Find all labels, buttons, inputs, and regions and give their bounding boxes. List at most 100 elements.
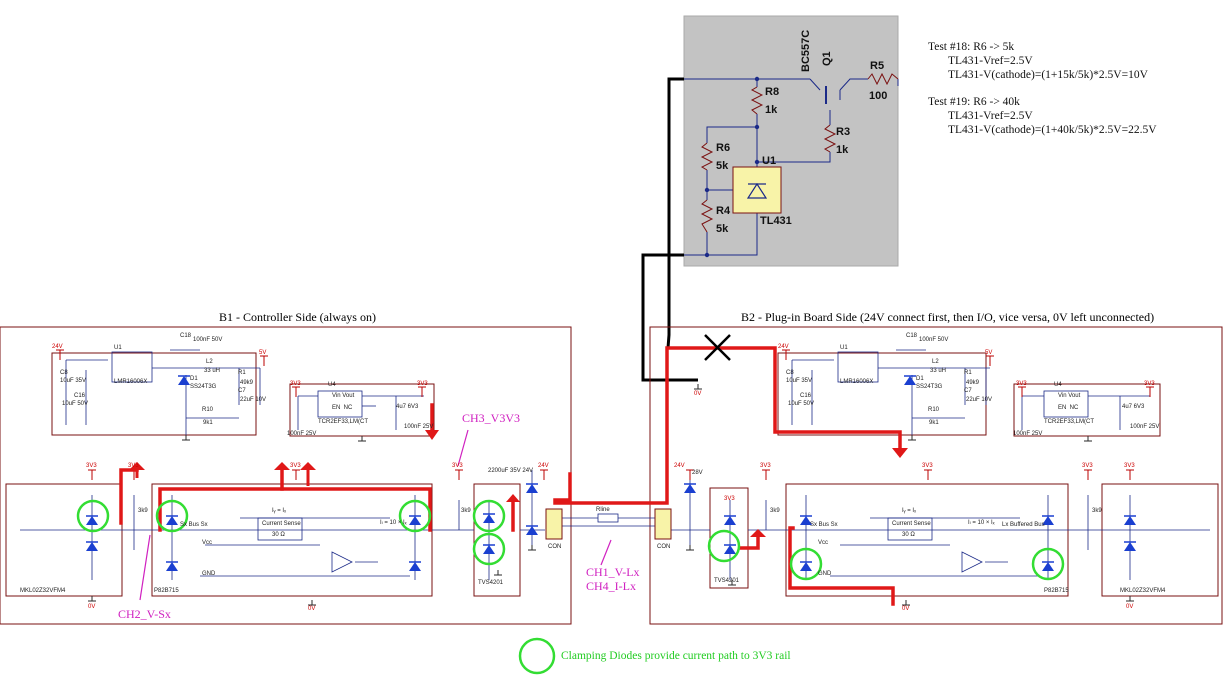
clamp-circles: [76, 499, 1065, 675]
b2-v24-b: 24V: [674, 463, 685, 469]
b1-vcc: Vcc: [202, 540, 213, 546]
b1-c100n-b: 100nF 25V: [404, 424, 434, 430]
test18-title: Test #18: R6 -> 5k: [928, 41, 1015, 53]
probe-ch3: CH3_V3V3: [462, 411, 521, 425]
b1-subboxes: [5, 352, 521, 597]
b1-diodes: [85, 375, 539, 572]
b2-r10: R10: [928, 407, 940, 413]
b1-iy: Iᵧ = Iₓ: [272, 508, 287, 514]
b2-c16: C16: [800, 393, 812, 399]
transistor-ref: Q1: [821, 51, 833, 66]
b1-c100n-a: 100nF 25V: [287, 431, 317, 437]
b2-v3v3-e: 3V3: [1082, 463, 1093, 469]
b1-sense: Current Sense: [262, 521, 301, 527]
b2-buf: P82B715: [1044, 588, 1069, 594]
probe-ch1: CH1_V-Lx: [586, 565, 640, 579]
probe-ch2: CH2_V-Sx: [118, 607, 171, 621]
b1-vin-vout: Vin Vout: [332, 393, 355, 399]
b1-wiring: [20, 349, 545, 580]
b1-lmr: LMR16006X: [114, 379, 148, 385]
b1-v3v3-d: 3V3: [128, 463, 139, 469]
test18-line2: TL431-V(cathode)=(1+15k/5k)*2.5V=10V: [948, 69, 1148, 81]
b2-ly: Iₗ = 10 × Iₓ: [968, 520, 995, 526]
board-b2-frame: [649, 326, 1223, 625]
b2-mcu: MKL02Z32VFM4: [1120, 588, 1166, 594]
b1-l2-val: 33 uH: [204, 368, 221, 374]
b2-r3k9-a: 3k9: [770, 508, 780, 514]
test19-line1: TL431-Vref=2.5V: [948, 110, 1033, 122]
b2-en-nc: EN NC: [1058, 405, 1079, 411]
b2-v5: 5V: [985, 350, 993, 356]
b1-v3v3-c: 3V3: [86, 463, 97, 469]
r4-val: 5k: [716, 223, 729, 235]
b1-u4: U4: [328, 382, 336, 388]
b2-sense: Current Sense: [892, 521, 931, 527]
b2-c16-val: 10uF 50V: [788, 401, 815, 407]
break-x-mark: [704, 334, 731, 361]
b2-c7: C7: [964, 388, 972, 394]
b1-ly: Iₗ = 10 × Iₓ: [380, 520, 407, 526]
b2-u1: U1: [840, 345, 848, 351]
test19-title: Test #19: R6 -> 40k: [928, 96, 1020, 108]
rline-label: Rline: [596, 507, 610, 513]
b1-c7-val: 22uF 10V: [240, 397, 267, 403]
b1-c8: C8: [60, 370, 68, 376]
b2-c100n-a: 100nF 25V: [1013, 431, 1043, 437]
b2-v0-c: 0V: [694, 391, 702, 397]
r6-ref: R6: [716, 142, 731, 154]
r8-ref: R8: [765, 86, 780, 98]
b2-d1-name: SS24T3G: [916, 384, 943, 390]
b1-sense-val: 30 Ω: [272, 532, 285, 538]
b2-l2: L2: [932, 359, 939, 365]
b1-d1-name: SS24T3G: [190, 384, 217, 390]
r3-val: 1k: [836, 144, 849, 156]
r5-ref: R5: [870, 60, 885, 72]
b1-r1-val: 49k9: [240, 380, 254, 386]
b2-iy: Iᵧ = Iₓ: [902, 508, 917, 514]
b1-v0-a: 0V: [88, 604, 96, 610]
b1-v5: 5V: [259, 350, 267, 356]
b2-v3v3-b: 3V3: [1144, 381, 1155, 387]
b2-v3v3-g: 3V3: [724, 496, 735, 502]
b1-c16-val: 10uF 50V: [62, 401, 89, 407]
b1-v24-b: 24V: [538, 463, 549, 469]
b1-r10: R10: [202, 407, 214, 413]
b2-v28: 28V: [692, 470, 703, 476]
b1-l2: L2: [206, 359, 213, 365]
legend-text: Clamping Diodes provide current path to …: [561, 650, 791, 662]
b1-tcr: TCR2EF33,LM(CT: [318, 419, 369, 425]
b1-c16: C16: [74, 393, 86, 399]
b2-c8-val: 10uF 35V: [786, 378, 813, 384]
b2-v24: 24V: [778, 344, 789, 350]
r5-val: 100: [869, 90, 888, 102]
b2-sense-val: 30 Ω: [902, 532, 915, 538]
b1-v3v3-f: 3V3: [452, 463, 463, 469]
test18-line1: TL431-Vref=2.5V: [948, 55, 1033, 67]
r6-val: 5k: [716, 160, 729, 172]
b2-c7-val: 22uF 10V: [966, 397, 993, 403]
b2-vin-vout: Vin Vout: [1058, 393, 1081, 399]
b1-r3k9-b: 3k9: [461, 508, 471, 514]
b1-tvs: TVS4201: [478, 580, 504, 586]
b1-v3v3-b: 3V3: [417, 381, 428, 387]
b2-lmr: LMR16006X: [840, 379, 874, 385]
inset-external-wiring: [641, 77, 698, 382]
arrow-stems: [135, 470, 310, 486]
b1-v0-b: 0V: [308, 606, 316, 612]
b1-r10-val: 9k1: [203, 420, 213, 426]
b1-c7: C7: [238, 388, 246, 394]
b2-v3v3-d: 3V3: [922, 463, 933, 469]
b2-u4: U4: [1054, 382, 1062, 388]
b1-u1: U1: [114, 345, 122, 351]
test19-line2: TL431-V(cathode)=(1+40k/5k)*2.5V=22.5V: [948, 124, 1157, 136]
transistor-name: BC557C: [800, 29, 812, 72]
b2-d1: D1: [916, 376, 924, 382]
b1-d1: D1: [190, 376, 198, 382]
r3-ref: R3: [836, 126, 851, 138]
b1-mcu: MKL02Z32VFM4: [20, 588, 66, 594]
b2-con: CON: [657, 544, 671, 550]
b1-c8-val: 10uF 35V: [60, 378, 87, 384]
b1-c18-val: 100nF 50V: [193, 337, 223, 343]
b2-wiring: [662, 349, 1210, 580]
